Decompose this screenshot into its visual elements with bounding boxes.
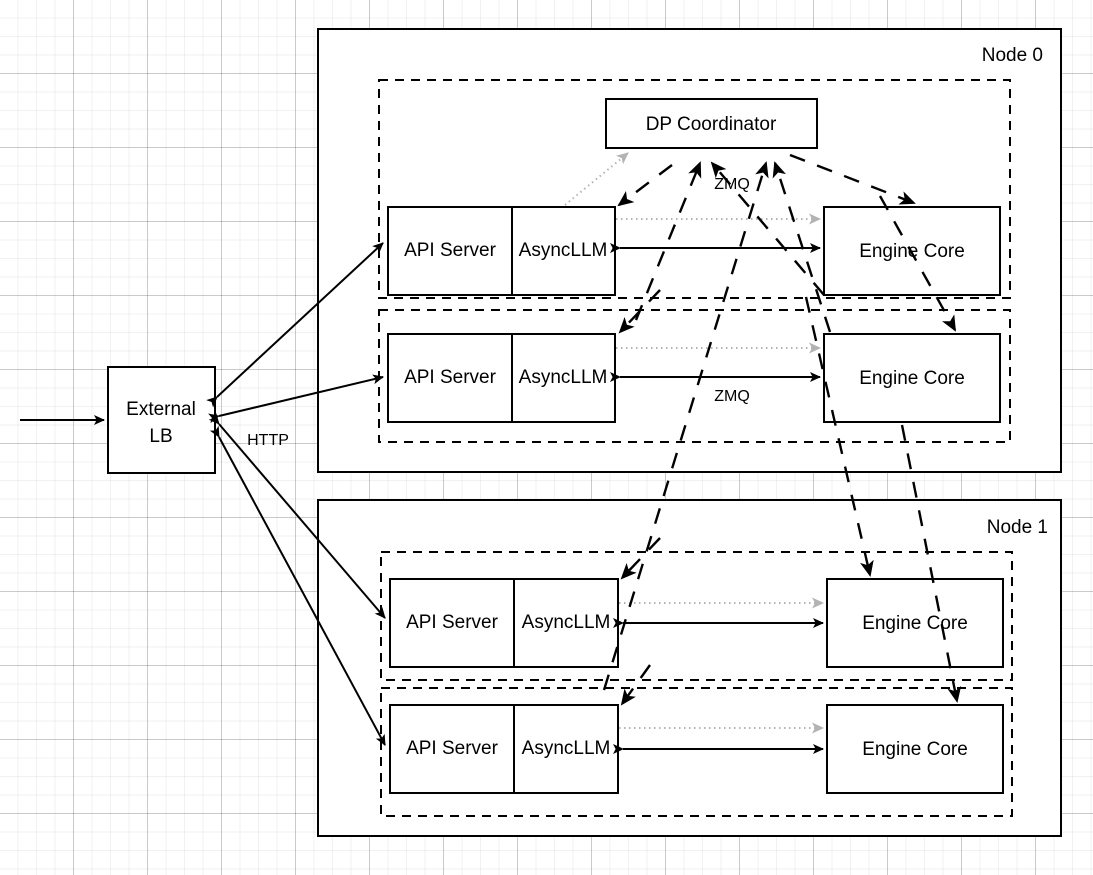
coordinator-to-engine-core-3 xyxy=(900,424,962,703)
engine-core-box-3[interactable] xyxy=(826,704,1004,794)
async-llm-label-3: AsyncLLM xyxy=(522,738,611,759)
async-llm-label-1: AsyncLLM xyxy=(519,367,608,388)
dp-coordinator-box[interactable] xyxy=(605,98,818,149)
engine-core-1-to-coordinator xyxy=(772,161,832,333)
asyncllm-0-to-coordinator-dotted xyxy=(564,152,629,206)
engine-group-2-frame xyxy=(380,551,1013,681)
node-0-label: Node 0 xyxy=(982,45,1043,66)
engine-core-box-1[interactable] xyxy=(823,333,1001,423)
zmq-label-top: ZMQ xyxy=(714,176,750,193)
engine-group-3-frame xyxy=(380,687,1013,817)
zmq-label-mid: ZMQ xyxy=(714,388,750,405)
node-1-group-3-to-coordinator xyxy=(602,161,769,691)
coordinator-to-asyncllm-0 xyxy=(617,164,673,207)
engine-core-label-2: Engine Core xyxy=(862,613,968,634)
external-lb-label-line2: LB xyxy=(149,426,172,447)
async-llm-label-2: AsyncLLM xyxy=(522,612,611,633)
coordinator-to-engine-core-2 xyxy=(804,296,874,577)
api-server-box-2[interactable] xyxy=(389,578,619,668)
api-server-box-3[interactable] xyxy=(389,704,619,794)
coordinator-to-asyncllm-2 xyxy=(620,537,661,580)
http-label: HTTP xyxy=(247,432,289,449)
lb-to-api-server-3 xyxy=(209,425,386,746)
api-server-box-0[interactable] xyxy=(387,206,616,296)
coordinator-to-engine-core-0 xyxy=(789,153,916,205)
api-server-label-0: API Server xyxy=(404,240,497,261)
engine-core-label-3: Engine Core xyxy=(862,739,968,760)
node-1-label: Node 1 xyxy=(987,517,1048,538)
coordinator-to-asyncllm-3 xyxy=(620,664,651,706)
coordinator-to-asyncllm-1 xyxy=(618,289,661,334)
engine-core-label-1: Engine Core xyxy=(859,368,965,389)
coordinator-to-engine-core-1 xyxy=(878,195,957,332)
api-server-label-3: API Server xyxy=(406,738,499,759)
lb-to-api-server-1 xyxy=(208,374,384,424)
external-lb-label-line1: External xyxy=(126,399,196,420)
api-server-label-2: API Server xyxy=(406,612,499,633)
async-llm-label-0: AsyncLLM xyxy=(519,240,608,261)
dp-coordinator-label: DP Coordinator xyxy=(646,114,777,135)
api-server-label-1: API Server xyxy=(404,367,497,388)
engine-group-0-frame xyxy=(378,79,1011,299)
api-server-box-1[interactable] xyxy=(387,333,616,423)
engine-core-box-2[interactable] xyxy=(826,578,1004,668)
lb-to-api-server-0 xyxy=(206,242,384,408)
external-lb-box[interactable] xyxy=(107,366,216,474)
